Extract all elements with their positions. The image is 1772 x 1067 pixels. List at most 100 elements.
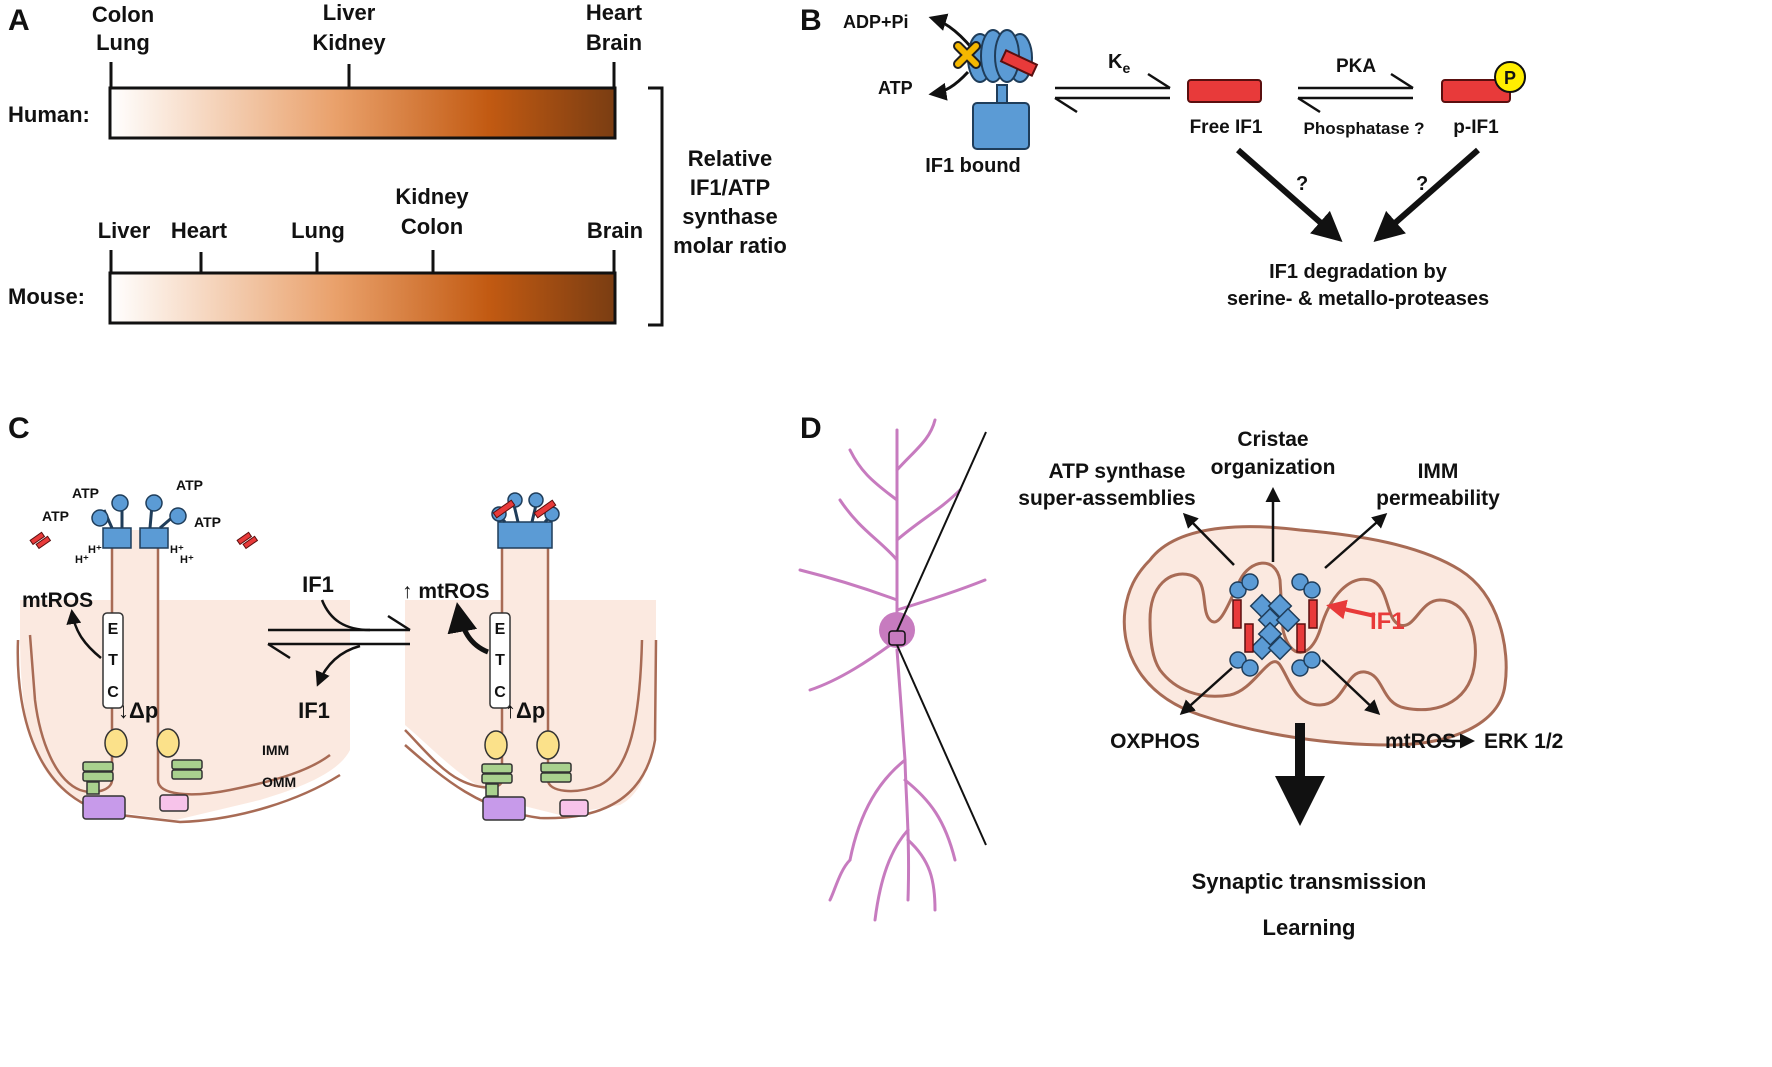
erk-label: ERK 1/2	[1484, 730, 1563, 753]
svg-text:synthase: synthase	[682, 204, 777, 229]
arrow-mtros	[1321, 659, 1381, 716]
human-tick-label: Colon	[92, 2, 154, 27]
p-if1-label: p-IF1	[1453, 117, 1499, 138]
human-tick-heart-brain: Heart Brain	[586, 0, 643, 88]
mouse-ratio-bar	[108, 271, 617, 325]
hydrolysis-arrow-down	[928, 70, 970, 101]
svg-text:C: C	[107, 684, 119, 701]
pka-equilibrium-arrows	[1297, 72, 1414, 114]
super-assemblies-label: super-assemblies	[1018, 487, 1195, 510]
atp-label-c: ATP	[194, 514, 221, 530]
blocked-x-icon	[953, 41, 981, 69]
svg-text:E: E	[495, 621, 506, 638]
degradation-label: IF1 degradation by	[1269, 261, 1448, 283]
learning-label: Learning	[1263, 915, 1356, 940]
human-tick-label: Liver	[323, 0, 376, 25]
proton-motive-force-left: ↓Δp	[118, 698, 158, 723]
mouse-tick-lung: Lung	[291, 218, 345, 273]
p-if1-degradation-arrow	[1373, 147, 1480, 242]
svg-text:E: E	[108, 621, 119, 638]
crista-right	[404, 545, 658, 820]
zoom-line-bottom	[896, 644, 987, 846]
pka-label: PKA	[1336, 56, 1376, 77]
mtros-left-label: mtROS	[22, 589, 93, 612]
arrow-super-assemblies	[1182, 512, 1235, 566]
human-ratio-bar	[108, 86, 617, 140]
atp-label-c: ATP	[72, 485, 99, 501]
synaptic-transmission-label: Synaptic transmission	[1192, 869, 1427, 894]
cristae-label: organization	[1211, 456, 1336, 479]
free-if1-icon	[1187, 79, 1262, 103]
arrow-oxphos	[1179, 667, 1233, 716]
imm-permeability-label: IMM	[1418, 460, 1459, 483]
atp-synthase-active-icon	[91, 494, 187, 549]
if1-bound-label: IF1 bound	[925, 155, 1021, 177]
imm-label: IMM	[262, 742, 289, 758]
respiratory-complexes-right	[481, 730, 589, 821]
mtros-label: mtROS	[1385, 730, 1456, 753]
human-tick-label: Kidney	[312, 30, 386, 55]
panel-d-label: D	[800, 412, 822, 445]
omm-label: OMM	[262, 774, 296, 790]
panel-c: C	[8, 412, 658, 824]
svg-text:molar ratio: molar ratio	[673, 233, 787, 258]
oxphos-label: OXPHOS	[1110, 730, 1200, 753]
atp-label-c: ATP	[176, 477, 203, 493]
if1-binding-label: IF1	[302, 572, 334, 597]
human-tick-colon-lung: Colon Lung	[92, 2, 154, 88]
mouse-tick-label: Lung	[291, 218, 345, 243]
ke-label: Ke	[1108, 51, 1130, 76]
mouse-tick-label: Liver	[98, 218, 151, 243]
human-tick-label: Lung	[96, 30, 150, 55]
human-tick-label: Brain	[586, 30, 642, 55]
if1-release-label: IF1	[298, 698, 330, 723]
free-if1-small-icon	[29, 531, 259, 550]
free-if1-label: Free IF1	[1190, 117, 1263, 138]
mouse-tick-heart: Heart	[171, 218, 228, 273]
etc-box-left: E T C	[102, 612, 124, 709]
proton-motive-force-right: ↑Δp	[505, 698, 545, 723]
if1-binding-equilibrium	[267, 599, 411, 687]
panel-c-label: C	[8, 412, 30, 445]
arrow-imm-permeability	[1324, 513, 1388, 569]
respiratory-complexes-left	[82, 728, 203, 820]
ratio-bracket	[648, 86, 664, 327]
unknown-mark-left: ?	[1296, 173, 1308, 195]
neuron-icon	[798, 418, 987, 922]
ke-equilibrium-arrows	[1054, 72, 1171, 114]
super-assemblies-label: ATP synthase	[1049, 460, 1186, 483]
mouse-tick-label: Heart	[171, 218, 228, 243]
degradation-label: serine- & metallo-proteases	[1227, 288, 1489, 310]
mtros-left-arrow	[66, 609, 102, 659]
mouse-tick-liver: Liver	[98, 218, 151, 273]
bracket-label: Relative IF1/ATP synthase molar ratio	[673, 146, 787, 258]
mtros-right-arrow	[447, 602, 490, 655]
proton-label: H⁺	[75, 554, 89, 566]
mouse-tick-label: Kidney	[395, 184, 469, 209]
atp-label-c: ATP	[42, 508, 69, 524]
zoom-line-top	[896, 431, 987, 632]
mitochondrion-icon	[1122, 525, 1508, 747]
human-tick-liver-kidney: Liver Kidney	[312, 0, 386, 88]
if1-binding-arrow	[1326, 599, 1376, 620]
panel-b: B ADP+Pi ATP IF1 bound	[800, 4, 1526, 310]
panel-a: A Human: Mouse: Colon Lung Liver Kidney …	[8, 0, 787, 327]
proton-label: H⁺	[170, 544, 184, 556]
human-row-label: Human:	[8, 102, 90, 127]
mouse-tick-label: Colon	[401, 214, 463, 239]
atp-synthase-bound-icon	[967, 29, 1039, 150]
phosphate-icon	[1494, 61, 1526, 93]
phosphate-label: P	[1504, 68, 1516, 88]
adp-pi-label: ADP+Pi	[843, 12, 909, 32]
atp-label: ATP	[878, 78, 913, 98]
proton-label: H⁺	[180, 554, 194, 566]
unknown-mark-right: ?	[1416, 173, 1428, 195]
atp-synthase-inhibited-icon	[491, 492, 560, 549]
panel-d: D	[798, 412, 1563, 940]
svg-text:C: C	[494, 684, 506, 701]
etc-box-right: E T C	[489, 612, 511, 709]
svg-text:T: T	[495, 652, 505, 669]
mouse-row-label: Mouse:	[8, 284, 85, 309]
